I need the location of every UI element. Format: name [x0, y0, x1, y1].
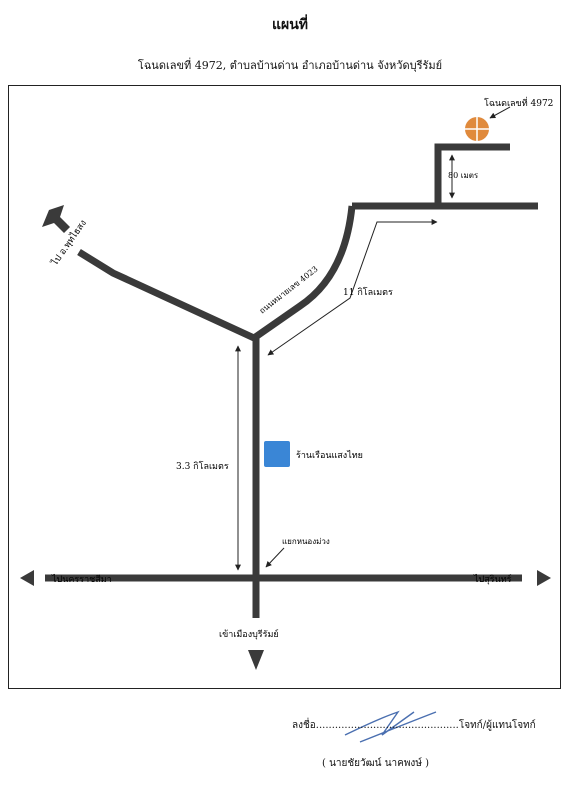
page-title: แผนที่ [271, 17, 309, 33]
road-spur-plot [434, 143, 510, 206]
intersection-pointer-arrow [265, 547, 285, 568]
arrow-down-icon [248, 650, 264, 670]
signature-scribble [344, 710, 437, 743]
arrow-left-icon [20, 570, 34, 586]
arrow-right-icon [537, 570, 551, 586]
road-phutthaisong [77, 249, 256, 342]
road-4023-label: ถนนหมายเลข 4023 [258, 264, 320, 315]
shop-label: ร้านเรือนแสงไทย [296, 450, 363, 461]
arrow-upleft-icon [42, 205, 70, 233]
dist-80m-label: 80 เมตร [448, 171, 479, 180]
to-buriram-city-label: เข้าเมืองบุรีรัมย์ [219, 628, 279, 640]
to-surin-label: ไปสุรินทร์ [473, 573, 512, 585]
plot-label: โฉนดเลขที่ 4972 [484, 96, 553, 109]
intersection-label: แยกหนองม่วง [282, 537, 330, 546]
to-phutthaisong-label: ไป อ.พุทไธสง [49, 218, 89, 269]
road-network [45, 143, 538, 618]
shop-marker-icon [264, 441, 290, 467]
map-frame [8, 85, 561, 689]
signature-name: ( นายชัยวัฒน์ นาคพงษ์ ) [322, 758, 429, 769]
plot-marker-icon [465, 117, 489, 141]
plot-pointer-arrow [489, 106, 511, 119]
page-subtitle: โฉนดเลขที่ 4972, ตำบลบ้านด่าน อำเภอบ้านด… [137, 59, 443, 72]
to-nakhonratchasima-label: ไปนครราชสีมา [51, 574, 112, 585]
dim-11km-arrow [267, 219, 438, 356]
dist-3-3km-label: 3.3 กิโลเมตร [176, 461, 229, 472]
signature-line: ลงชื่อ..................................… [292, 720, 536, 731]
dist-11km-label: 11 กิโลเมตร [343, 287, 393, 298]
